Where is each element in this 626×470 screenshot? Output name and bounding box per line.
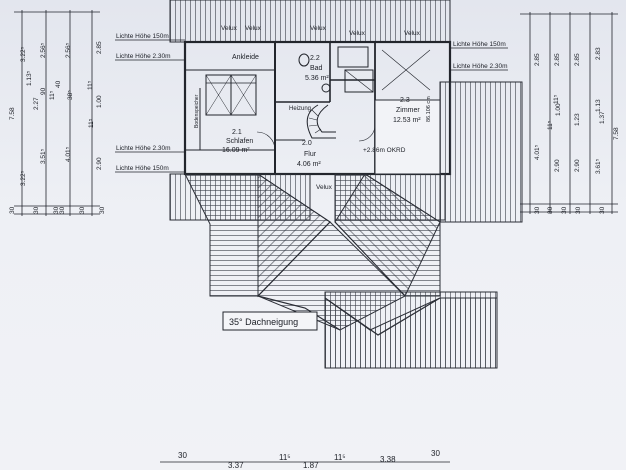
dim-label: 30 [33, 206, 40, 214]
roof-lower [324, 291, 498, 369]
dim-label: 30 [534, 206, 541, 214]
dim-label: 11⁵ [49, 90, 56, 100]
dim-label: 1.13⁵ [26, 70, 33, 86]
dim-label: 1.87 [303, 461, 319, 470]
room-schlafen-number: 2.1 [232, 129, 242, 136]
velux-window-label: Velux [316, 184, 333, 191]
dim-label: 11⁵ [88, 118, 95, 128]
dim-label: 7.58 [9, 107, 16, 120]
dim-label: 30 [53, 206, 60, 214]
dim-label: 2.90 [554, 159, 561, 172]
room-bad-name: Bad [310, 65, 323, 72]
dim-label: 40 [55, 80, 62, 88]
dim-label: 2.27 [33, 97, 40, 110]
room-schlafen-area: 16.09 m² [222, 147, 250, 154]
room-zimmer-area: 12.53 m² [393, 117, 421, 124]
room-ankleide: Ankleide [232, 54, 259, 61]
label-lichte-hoehe-230-right: Lichte Höhe 2.30m [453, 63, 508, 70]
dim-label: 3.51⁵ [40, 148, 47, 164]
label-lichte-hoehe-230-bottom: Lichte Höhe 2.30m [116, 145, 171, 152]
dim-label: 3.37 [228, 461, 244, 470]
velux-window-label: Velux [349, 30, 366, 37]
dim-label: 30 [79, 206, 86, 214]
label-lichte-hoehe-150-right: Lichte Höhe 150m [453, 41, 506, 48]
dim-label: 2.85 [534, 53, 541, 66]
room-okrd-level: +2.86m OKRD [363, 147, 406, 154]
dim-label: 30 [547, 206, 554, 214]
dim-label: 3.61⁵ [595, 158, 602, 174]
roof-top [169, 0, 451, 43]
right-wing-hatch [374, 99, 441, 175]
dim-label: 1.00 [96, 95, 103, 108]
dim-label: 7.58 [613, 127, 620, 140]
velux-window-label: Velux [310, 25, 327, 32]
velux-window-label: Velux [221, 25, 238, 32]
dim-label: 11⁵ [87, 80, 94, 90]
room-schlafen-name: Schlafen [226, 138, 253, 145]
room-zimmer-note: 86.106 cm [426, 96, 432, 122]
dim-label: 38⁵ [67, 90, 74, 100]
dim-label: 11⁵ [279, 453, 291, 462]
dim-label: 2.85 [574, 53, 581, 66]
roof-pitch-note: 35° Dachneigung [222, 311, 318, 331]
right-roof-hatch [439, 81, 523, 223]
room-flur-name: Flur [304, 151, 317, 158]
velux-window-label: Velux [245, 25, 262, 32]
label-lichte-hoehe-150-top: Lichte Höhe 150m [116, 33, 169, 40]
dim-label: 11⁵ [547, 120, 554, 130]
dim-label: 11⁵ [334, 453, 346, 462]
room-heizung: Heizung [289, 106, 311, 112]
room-zimmer-number: 2.3 [400, 97, 410, 104]
dim-label: 4.01⁵ [534, 144, 541, 160]
dim-label: 1.13 [595, 99, 602, 112]
dim-label: 3.22⁵ [20, 170, 27, 186]
dim-label: 3.22⁵ [20, 46, 27, 62]
left-dimension-lines [14, 10, 100, 216]
dim-label: 1.00 [555, 103, 562, 116]
dim-label: 30 [561, 206, 568, 214]
dim-label: 2.90 [574, 159, 581, 172]
room-zimmer-name: Zimmer [396, 107, 420, 114]
dim-label: 30 [431, 449, 440, 458]
velux-window-label: Velux [404, 30, 421, 37]
dim-label: 2.83 [595, 47, 602, 60]
roof-pitch-text: 35° Dachneigung [229, 317, 298, 327]
dim-label: 4.01⁵ [65, 146, 72, 162]
dim-label: 2.85 [96, 41, 103, 54]
label-lichte-hoehe-150-bottom: Lichte Höhe 150m [116, 165, 169, 172]
room-bad-number: 2.2 [310, 55, 320, 62]
right-dimension-lines [520, 12, 618, 214]
dim-label: 2.85 [554, 53, 561, 66]
dim-label: 2.56⁵ [65, 42, 72, 58]
dim-label: 1.37 [599, 111, 606, 124]
dim-label: 11⁵ [553, 94, 560, 104]
dim-label: 2.90 [96, 157, 103, 170]
dim-label: 1.23 [574, 113, 581, 126]
dim-label: 90 [40, 87, 47, 95]
dim-label: 30 [99, 206, 106, 214]
dim-label: 30 [178, 451, 187, 460]
dim-label: 3.38 [380, 455, 396, 464]
dim-label: 30 [59, 206, 66, 214]
dim-label: 30 [9, 206, 16, 214]
dim-label: 30 [599, 206, 606, 214]
room-bad-area: 5.36 m² [305, 75, 329, 82]
label-lichte-hoehe-230-top: Lichte Höhe 2.30m [116, 53, 171, 60]
room-flur-area: 4.06 m² [297, 161, 321, 168]
dim-label: 2.56⁵ [40, 42, 47, 58]
dim-label: 30 [575, 206, 582, 214]
room-bodenspeicher: Bodenspeicher [194, 94, 200, 128]
height-leader-lines [115, 39, 508, 173]
room-flur-number: 2.0 [302, 140, 312, 147]
